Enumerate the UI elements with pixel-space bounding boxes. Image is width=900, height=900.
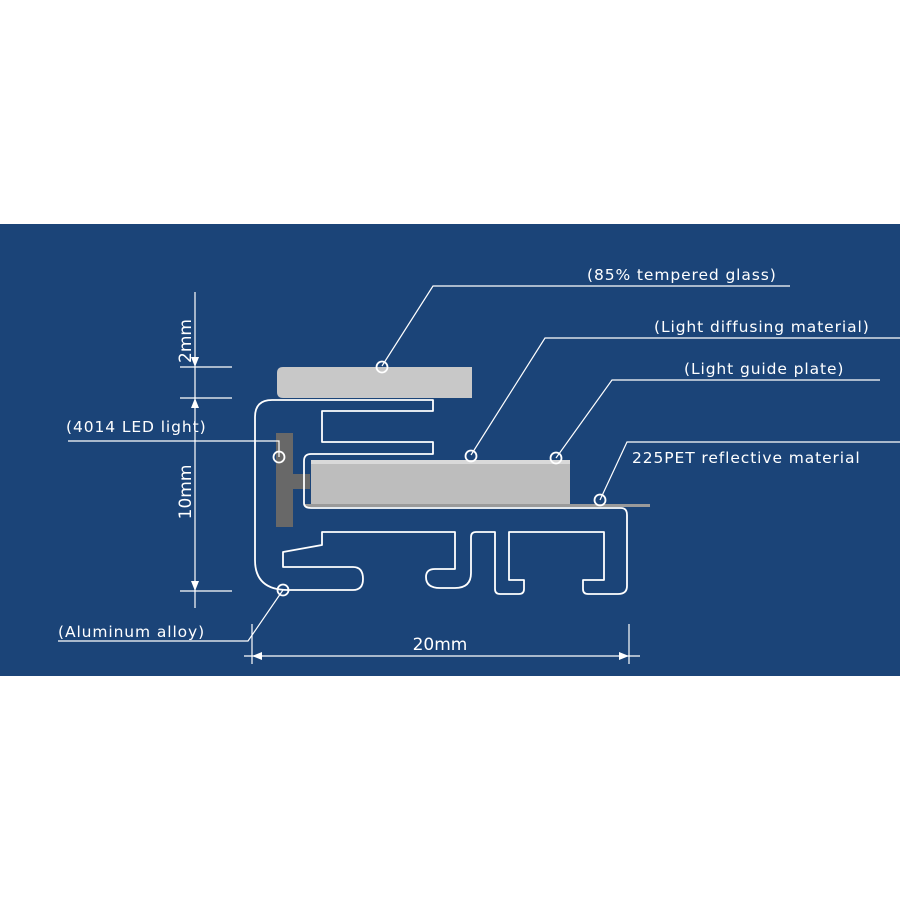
glass-thickness-dimension: 2mm: [176, 319, 196, 363]
aluminum-profile: [254, 399, 628, 595]
light-diffusing-sheet: [311, 460, 570, 464]
callout-markers: [272, 360, 607, 597]
reflective-sheet: [305, 504, 650, 507]
light-diffusing-label: (Light diffusing material): [654, 318, 870, 336]
leader-lines: [58, 285, 900, 642]
light-guide-label: (Light guide plate): [684, 360, 844, 378]
tempered-glass: [277, 367, 472, 398]
diagram-panel: [0, 224, 900, 676]
dimension-arrows: [191, 357, 629, 660]
led-light-label: (4014 LED light): [66, 418, 207, 436]
profile-width-dimension: 20mm: [413, 635, 468, 655]
profile-height-dimension: 10mm: [176, 465, 196, 520]
tempered-glass-label: (85% tempered glass): [587, 266, 777, 284]
dimension-lines: [180, 292, 640, 664]
light-guide-plate: [311, 463, 570, 505]
aluminum-alloy-label: (Aluminum alloy): [58, 623, 205, 641]
reflective-material-label: 225PET reflective material: [632, 449, 861, 467]
